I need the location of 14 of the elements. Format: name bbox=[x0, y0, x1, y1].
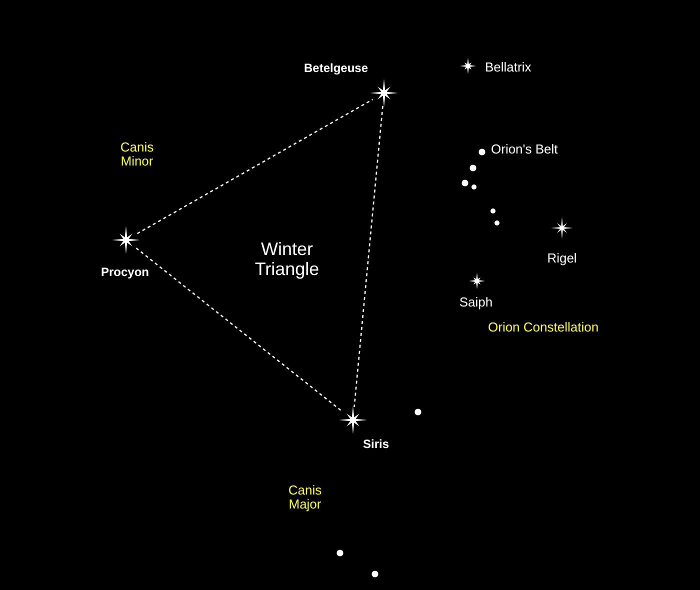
star-name: Saiph bbox=[459, 294, 493, 310]
star-name: Betelgeuse bbox=[304, 61, 368, 75]
constellation-name: Canis Major bbox=[287, 484, 323, 512]
dashed-line bbox=[354, 106, 384, 408]
dashed-line bbox=[136, 248, 344, 412]
star-name: Orion's Belt bbox=[491, 142, 558, 156]
star-name: Siris bbox=[363, 437, 389, 451]
constellation-name: Orion Constellation bbox=[488, 320, 599, 334]
dashed-line bbox=[136, 98, 374, 234]
star-name: Rigel bbox=[547, 250, 577, 266]
star-name: Bellatrix bbox=[485, 60, 532, 74]
star-name: Procyon bbox=[101, 265, 149, 279]
constellation-name: Canis Minor bbox=[119, 140, 155, 170]
triangle-name: Winter Triangle bbox=[254, 240, 320, 280]
